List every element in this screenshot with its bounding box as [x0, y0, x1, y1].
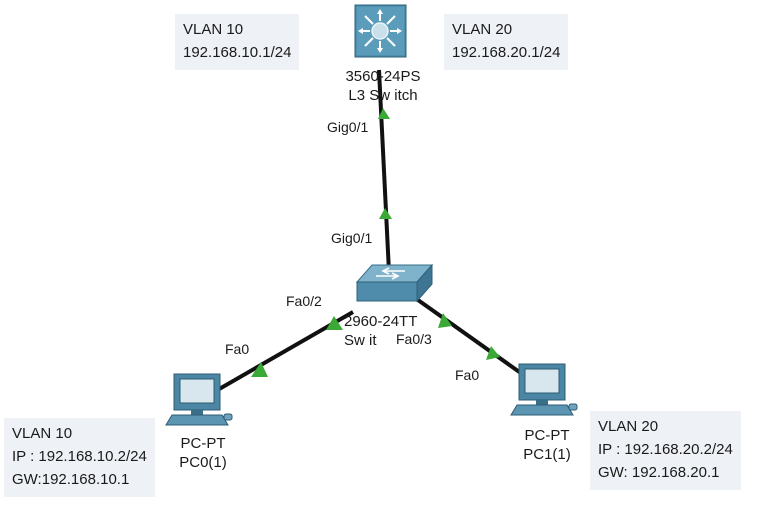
port-label-pc1-fa: Fa0: [455, 367, 480, 383]
multilayer-switch-icon[interactable]: [354, 4, 407, 58]
link-l3-to-access[interactable]: [377, 69, 391, 273]
note-title: VLAN 10: [183, 21, 244, 38]
note-ip: IP : 192.168.10.2/24: [12, 448, 147, 465]
note-title: VLAN 20: [598, 418, 659, 435]
link-access-to-pc1[interactable]: [416, 298, 527, 378]
note-pc1: VLAN 20 IP : 192.168.20.2/24 GW: 192.168…: [590, 411, 741, 490]
device-name: Sw it: [344, 332, 377, 349]
link-status-up-sw-gig: [379, 208, 392, 219]
pc-icon[interactable]: [510, 363, 578, 416]
note-ip: IP : 192.168.20.2/24: [598, 441, 733, 458]
note-title: VLAN 20: [452, 21, 513, 38]
link-status-up-pc0-fa: [251, 362, 268, 377]
device-model: PC-PT: [524, 427, 570, 444]
port-label-l3-gig: Gig0/1: [327, 119, 369, 135]
device-name: PC1(1): [523, 446, 571, 463]
note-address: 192.168.20.1/24: [452, 44, 561, 61]
device-model: 2960-24TT: [344, 313, 418, 330]
pc0-label: PC-PT PC0(1): [168, 434, 238, 472]
port-label-pc0-fa: Fa0: [225, 341, 250, 357]
access-switch-label: 2960-24TT Sw it: [344, 312, 424, 350]
switch-icon[interactable]: [355, 263, 434, 303]
link-status-up-l3-gig: [378, 108, 390, 119]
note-l3-vlan10: VLAN 10 192.168.10.1/24: [175, 14, 300, 70]
note-pc0: VLAN 10 IP : 192.168.10.2/24 GW:192.168.…: [4, 418, 155, 497]
device-model: PC-PT: [180, 435, 226, 452]
link-status-up-sw-fa2: [326, 316, 343, 330]
port-label-sw-gig: Gig0/1: [331, 230, 373, 246]
note-address: 192.168.10.1/24: [183, 44, 292, 61]
link-status-up-pc1-fa: [486, 346, 500, 360]
note-l3-vlan20: VLAN 20 192.168.20.1/24: [444, 14, 569, 70]
note-title: VLAN 10: [12, 425, 73, 442]
note-gateway: GW: 192.168.20.1: [598, 464, 720, 481]
device-model: 3560-24PS: [345, 68, 421, 85]
note-gateway: GW:192.168.10.1: [12, 471, 130, 488]
pc1-label: PC-PT PC1(1): [512, 426, 582, 464]
link-status-up-sw-fa3: [438, 313, 452, 328]
device-name: PC0(1): [179, 454, 227, 471]
device-name: L3 Sw itch: [348, 87, 418, 104]
port-label-sw-fa2: Fa0/2: [286, 293, 322, 309]
pc-icon[interactable]: [165, 373, 233, 426]
port-label-sw-fa3: Fa0/3: [396, 331, 432, 347]
l3-switch-label: 3560-24PS L3 Sw itch: [333, 67, 433, 105]
